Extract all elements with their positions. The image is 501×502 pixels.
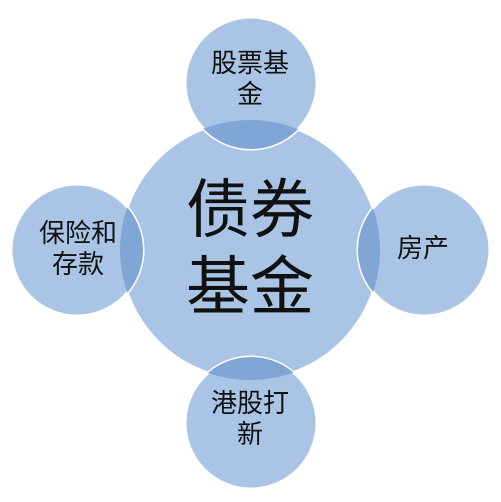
top-label: 股票基金 [210,48,289,110]
left-label: 保险和存款 [38,218,117,280]
bottom-label: 港股打新 [210,388,289,450]
right-label: 房产 [396,234,449,265]
center-label: 债券基金 [186,174,314,325]
